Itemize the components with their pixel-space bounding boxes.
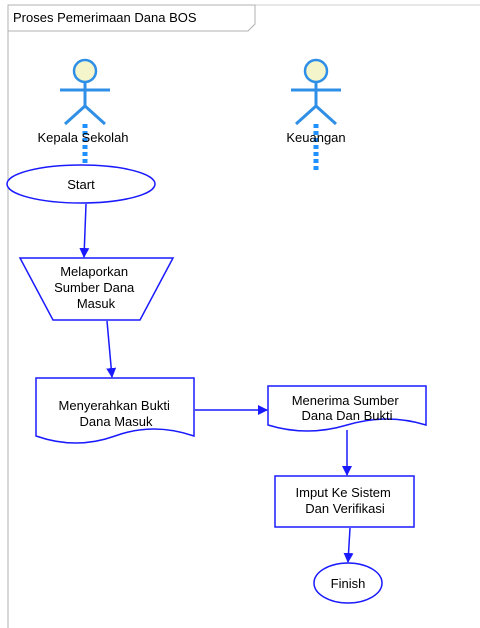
- menyerahkan-label: Menyerahkan Bukti Dana Masuk: [59, 398, 174, 429]
- actor-label: Keuangan: [286, 130, 345, 145]
- actor-label: Kepala Sekolah: [37, 130, 128, 145]
- arrow-start-to-melaporkan: [79, 203, 90, 258]
- actor-figure-icon: [291, 58, 341, 126]
- imput-label: Imput Ke Sistem Dan Verifikasi: [296, 485, 395, 516]
- finish-node: Finish: [313, 562, 383, 604]
- diagram-title: Proses Pemerimaan Dana BOS: [13, 10, 197, 25]
- finish-label: Finish: [331, 576, 366, 591]
- menyerahkan-node: Menyerahkan Bukti Dana Masuk: [35, 377, 195, 444]
- start-node: Start: [6, 164, 156, 204]
- diagram-frame: Proses Pemerimaan Dana BOS: [7, 4, 480, 628]
- start-label: Start: [67, 177, 95, 192]
- arrow-melaporkan-to-menyerahkan: [106, 320, 117, 378]
- melaporkan-node: Melaporkan Sumber Dana Masuk: [18, 257, 175, 321]
- menerima-label: Menerima Sumber Dana Dan Bukti: [292, 393, 403, 423]
- menerima-node: Menerima Sumber Dana Dan Bukti: [267, 385, 427, 432]
- actor-figure-icon: [60, 58, 110, 126]
- actor-kepala-sekolah: Kepala Sekolah: [37, 58, 129, 168]
- arrow-imput-to-finish: [343, 527, 354, 563]
- imput-node: Imput Ke Sistem Dan Verifikasi: [274, 475, 415, 528]
- actor-keuangan: Keuangan: [286, 58, 346, 172]
- melaporkan-label: Melaporkan Sumber Dana Masuk: [54, 264, 138, 311]
- connectors: [79, 203, 354, 563]
